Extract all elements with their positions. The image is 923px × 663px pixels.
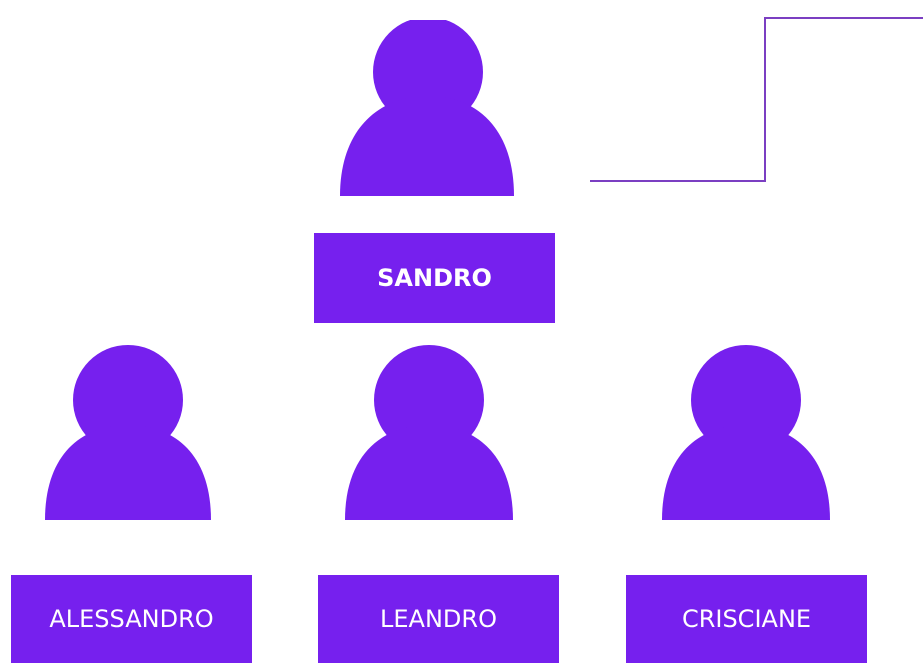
child-name-label: ALESSANDRO [49, 605, 214, 633]
child-name-box-leandro: LEANDRO [318, 575, 559, 663]
root-name-label: SANDRO [377, 264, 492, 292]
child-name-label: CRISCIANE [681, 605, 812, 633]
child-person-icon-crisciane [662, 345, 830, 520]
child-name-box-crisciane: CRISCIANE [626, 575, 867, 663]
child-name-box-alessandro: ALESSANDRO [11, 575, 252, 663]
root-person-icon [340, 20, 514, 196]
root-name-box: SANDRO [314, 233, 555, 323]
child-name-label: LEANDRO [380, 605, 497, 633]
child-person-icon-leandro [345, 345, 513, 520]
child-person-icon-alessandro [45, 345, 211, 520]
